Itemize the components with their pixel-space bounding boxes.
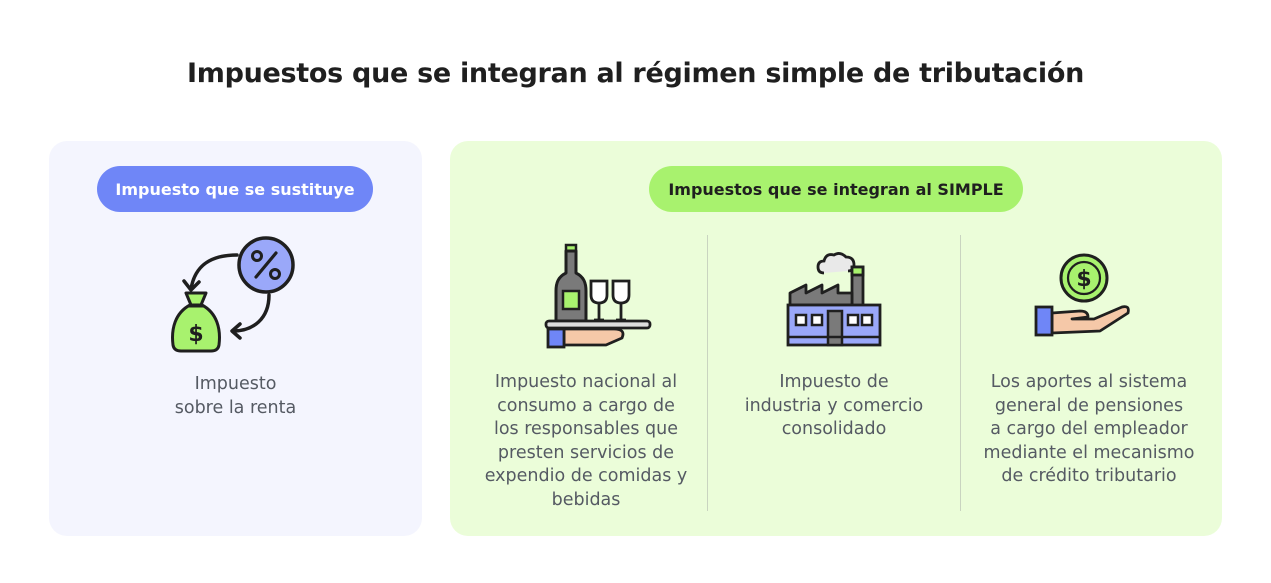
integrated-taxes-pill: Impuestos que se integran al SIMPLE xyxy=(649,166,1023,212)
hand-coin-icon: $ xyxy=(1034,253,1130,337)
wine-tray-icon xyxy=(544,243,652,349)
integrated-taxes-panel: Impuestos que se integran al SIMPLE Impu… xyxy=(450,141,1222,536)
page-title: Impuestos que se integran al régimen sim… xyxy=(187,58,1084,89)
money-bag-percent-exchange-icon: $ xyxy=(171,236,295,353)
divider xyxy=(707,235,708,511)
industry-commerce-tax-label: Impuesto de industria y comercio consoli… xyxy=(744,372,924,439)
consumption-tax-label: Impuesto nacional al consumo a cargo de … xyxy=(484,372,688,510)
substituted-tax-pill: Impuesto que se sustituye xyxy=(97,166,373,212)
income-tax-label: Impuesto sobre la renta xyxy=(174,374,297,418)
divider xyxy=(960,235,961,511)
svg-text:$: $ xyxy=(188,322,203,347)
svg-text:$: $ xyxy=(1076,267,1091,292)
factory-icon xyxy=(786,252,882,347)
substituted-tax-panel: Impuesto que se sustituye $ Impuesto sob… xyxy=(49,141,422,536)
pension-contributions-label: Los aportes al sistema general de pensio… xyxy=(983,372,1195,486)
